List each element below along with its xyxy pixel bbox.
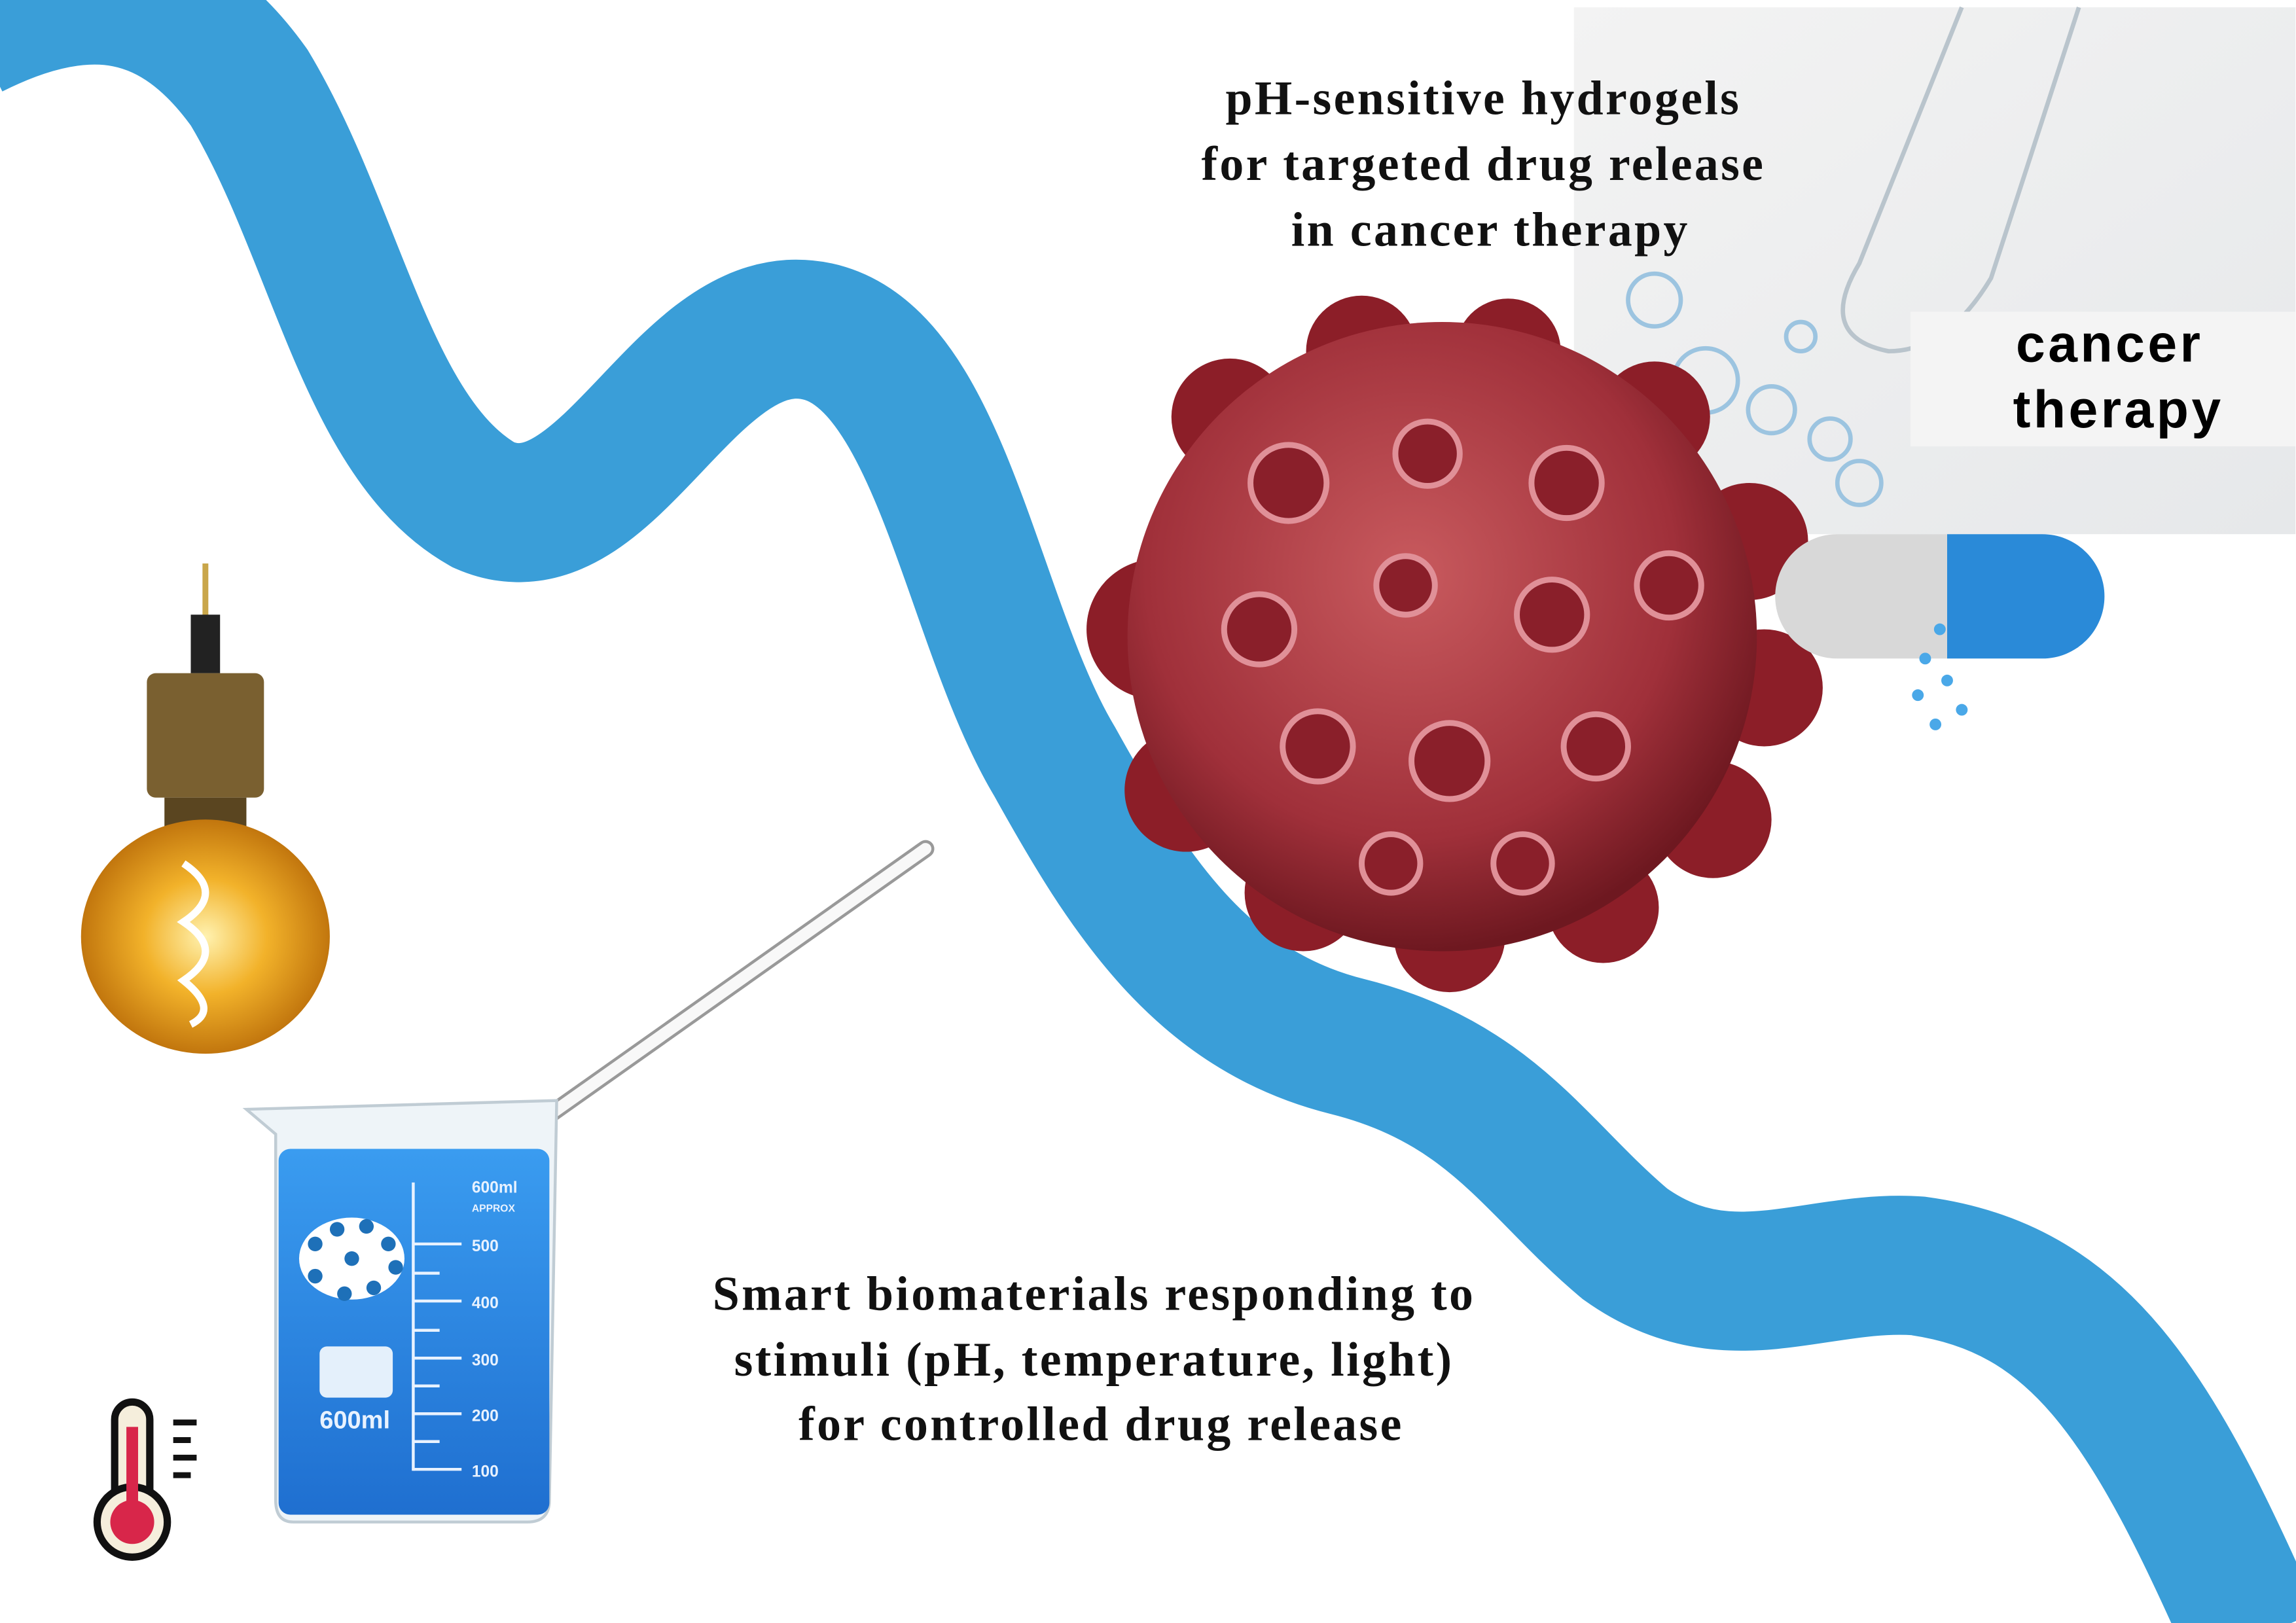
svg-text:cancer therapy: cancer therapy (2013, 314, 2224, 439)
beaker-mark-400: 400 (472, 1294, 499, 1312)
beaker-mark-300: 300 (472, 1351, 499, 1369)
beaker-label-patch (319, 1346, 393, 1398)
beaker-approx: APPROX (472, 1204, 516, 1215)
beaker-mark-500: 500 (472, 1238, 499, 1255)
svg-text:Smart biomaterials responding: Smart biomaterials responding to stimuli… (713, 1266, 1490, 1450)
cancer-cell-icon (1086, 295, 1823, 993)
top-caption-line-1: pH-sensitive hydrogels (1225, 71, 1741, 124)
cancer-label-box (1910, 312, 2296, 447)
cancer-label-line-1: cancer (2016, 314, 2203, 373)
bottom-caption-line-2: stimuli (pH, temperature, light) (734, 1332, 1454, 1386)
beaker-mark-200: 200 (472, 1407, 499, 1425)
beaker-volume-label: 600ml (319, 1407, 390, 1435)
beaker-icon: 600ml 600ml APPROX 500 400 300 200 100 (242, 1099, 558, 1524)
beaker-top-mark: 600ml (472, 1179, 518, 1197)
thermometer-icon (93, 1398, 197, 1561)
svg-text:pH-sensitive hydrogels for: pH-sensitive hydrogels for targeted drug… (1202, 71, 1780, 256)
beaker-mark-100: 100 (472, 1463, 499, 1480)
top-caption-line-3: in cancer therapy (1291, 203, 1690, 257)
light-bulb-icon (81, 563, 330, 1054)
bottom-caption-line-1: Smart biomaterials responding to (713, 1266, 1476, 1320)
bottom-caption-line-3: for controlled drug release (798, 1397, 1404, 1450)
nanoparticle-icon (298, 1217, 404, 1302)
cancer-label-line-2: therapy (2013, 380, 2224, 439)
top-caption-line-2: for targeted drug release (1202, 137, 1766, 190)
capsule-icon (1775, 534, 2105, 730)
